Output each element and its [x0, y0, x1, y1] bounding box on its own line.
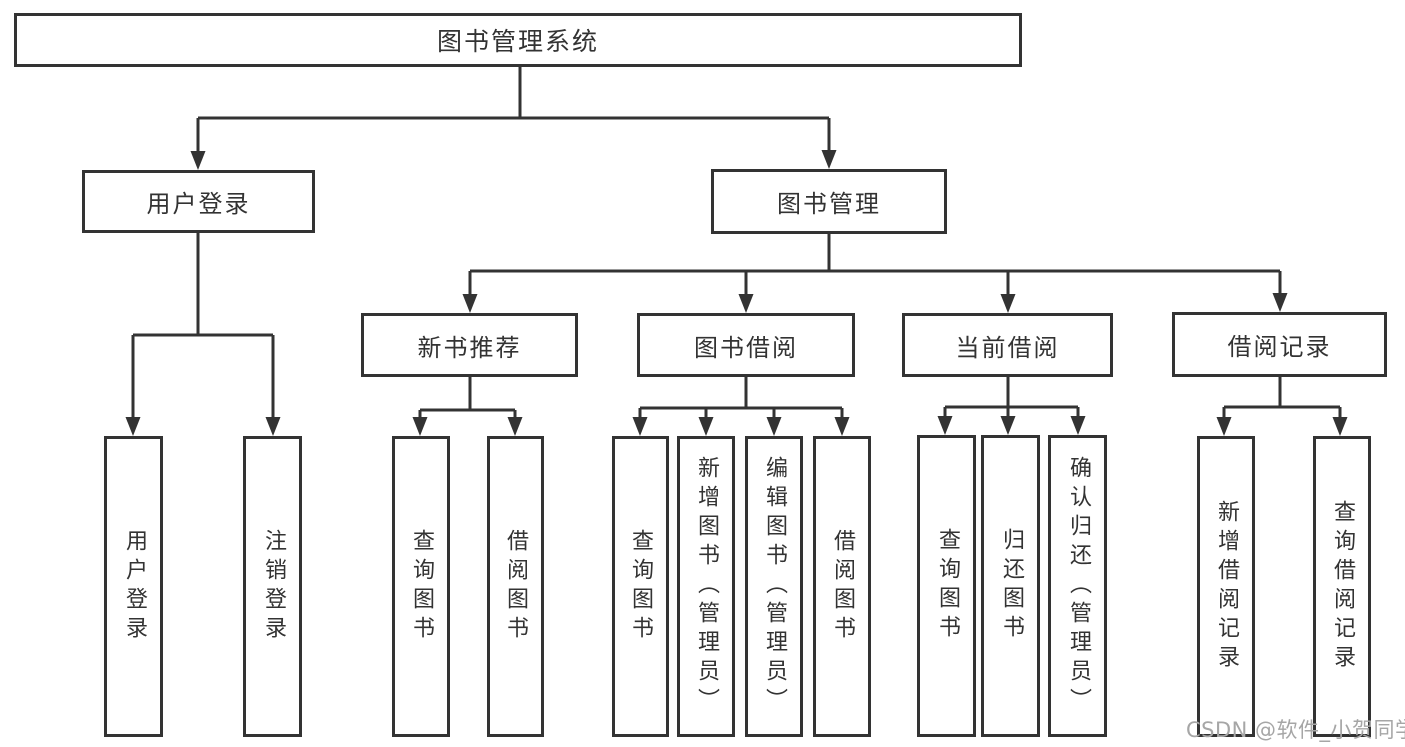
- node-book-borrow: 图书借阅: [637, 313, 855, 377]
- leaf-current-confirm-return-admin: 确认归还（管理员）: [1048, 435, 1107, 737]
- leaf-record-add: 新增借阅记录: [1197, 436, 1255, 737]
- leaf-newbook-borrow-books: 借阅图书: [487, 436, 544, 737]
- leaf-logout: 注销登录: [243, 436, 302, 737]
- csdn-watermark: CSDN @软件_小贺同学: [1186, 718, 1405, 742]
- node-new-book-recommend: 新书推荐: [361, 313, 578, 377]
- leaf-current-query-books: 查询图书: [917, 435, 976, 737]
- node-user-login: 用户登录: [82, 170, 315, 233]
- leaf-borrow-borrow-books: 借阅图书: [813, 436, 871, 737]
- arrowheads: [125, 150, 1348, 436]
- node-root: 图书管理系统: [14, 13, 1022, 67]
- node-book-management: 图书管理: [711, 169, 947, 234]
- leaf-current-return-books: 归还图书: [981, 435, 1040, 737]
- node-borrow-record: 借阅记录: [1172, 312, 1387, 377]
- leaf-newbook-query-books: 查询图书: [392, 436, 450, 737]
- leaf-borrow-edit-books-admin: 编辑图书（管理员）: [745, 436, 803, 737]
- leaf-borrow-add-books-admin: 新增图书（管理员）: [677, 436, 735, 737]
- leaf-record-query: 查询借阅记录: [1313, 436, 1371, 737]
- leaf-borrow-query-books: 查询图书: [612, 436, 669, 737]
- node-current-borrow: 当前借阅: [902, 313, 1113, 377]
- leaf-user-login: 用户登录: [104, 436, 163, 737]
